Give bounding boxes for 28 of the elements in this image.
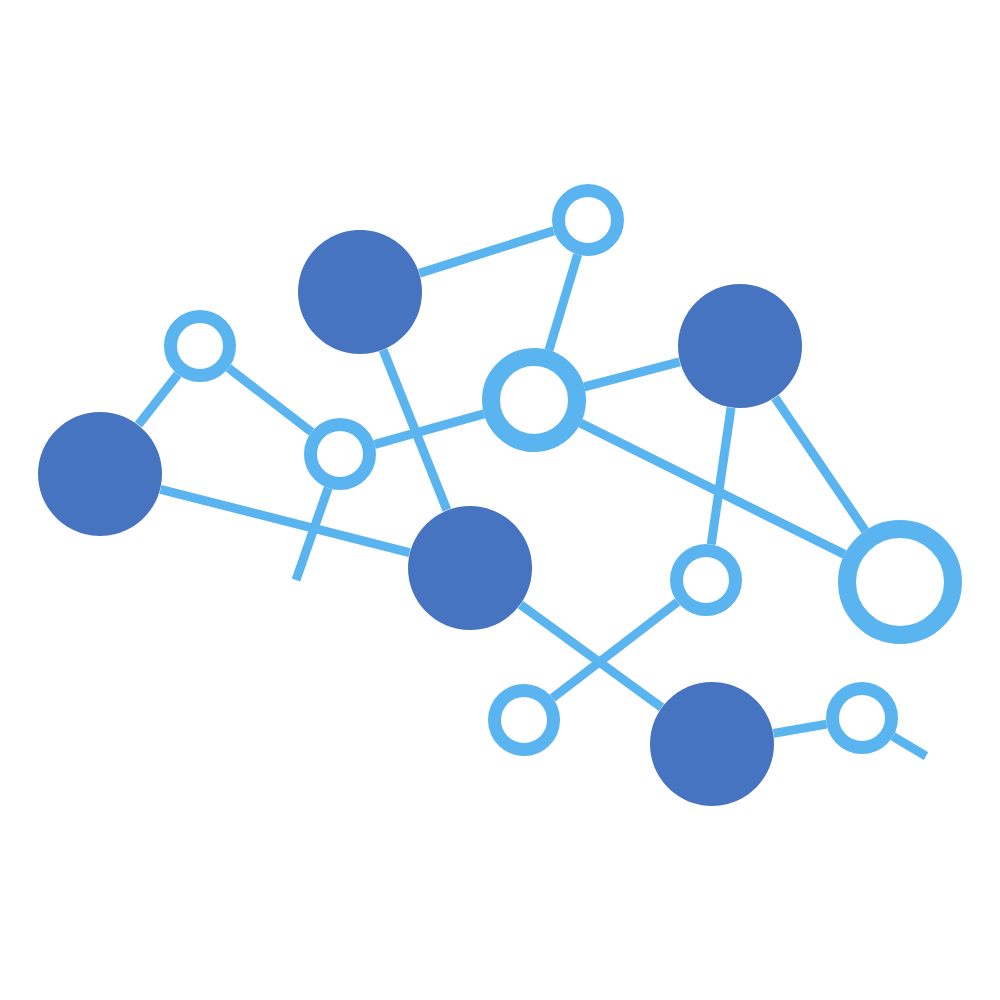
connector-line <box>373 409 486 449</box>
connector-line <box>578 419 847 559</box>
ring-circle <box>304 418 376 490</box>
ring-circle <box>826 682 898 754</box>
connector-line <box>771 395 869 534</box>
ring-circle <box>552 184 624 256</box>
connector-line <box>549 598 681 702</box>
connector-line <box>544 253 582 352</box>
ring-circle <box>488 684 560 756</box>
filled-circle <box>298 230 422 354</box>
connector-line <box>159 485 411 557</box>
ring-circle <box>670 544 742 616</box>
ring-circle <box>482 348 586 452</box>
filled-circle <box>650 682 774 806</box>
connector-line <box>378 348 452 512</box>
connector-line <box>772 719 828 738</box>
connector-line <box>890 732 929 760</box>
filled-circle <box>678 284 802 408</box>
connector-line <box>134 371 182 428</box>
ring-circle <box>164 310 236 382</box>
connector-line <box>225 364 315 436</box>
connector-line <box>291 486 333 582</box>
connector-line <box>583 357 681 392</box>
ring-circle <box>838 520 962 644</box>
filled-circle <box>38 412 162 536</box>
connector-line <box>517 601 665 711</box>
filled-circle <box>408 506 532 630</box>
connector-line <box>418 226 556 278</box>
